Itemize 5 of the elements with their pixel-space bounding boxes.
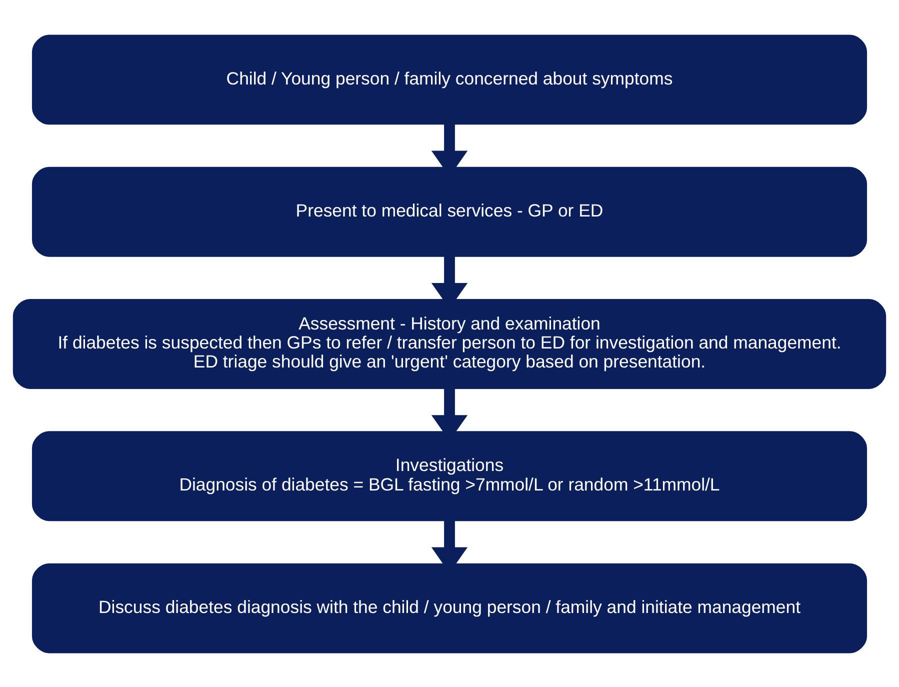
node-box: Investigations Diagnosis of diabetes = BGL fasting >7mmol/L or random >11mmol/L [32,430,868,521]
node-box: Present to medical services - GP or ED [32,166,868,256]
node-box: Child / Young person / family concerned about symptoms [32,34,868,124]
node-box: Assessment - History and examination If diabetes is suspected then GPs to refer / transfer person to ED for investigation and management. ED triage should give an 'urgent' category based on presentation. [12,298,886,388]
node-box: Discuss diabetes diagnosis with the child / young person / family and initiate management [32,562,868,653]
